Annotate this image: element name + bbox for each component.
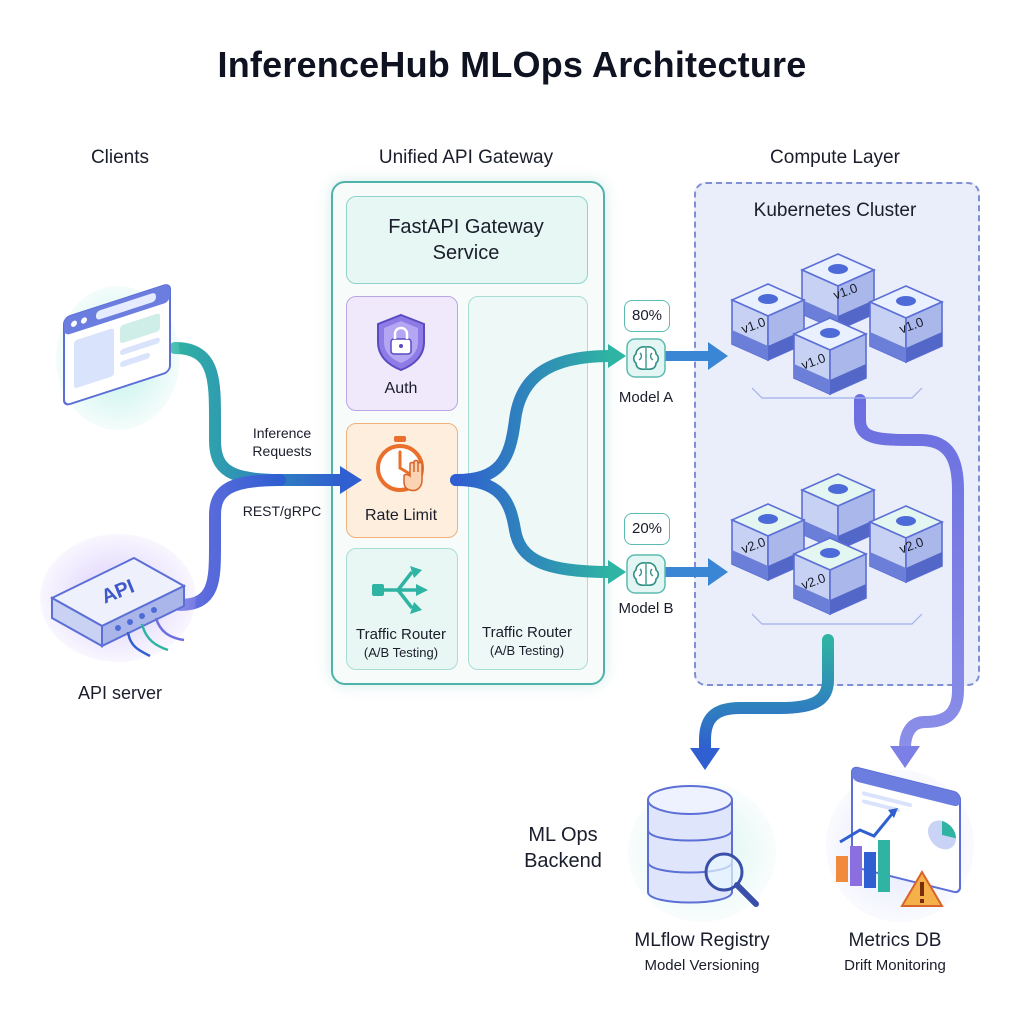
arrowhead-cluster-b xyxy=(708,558,728,586)
arrowhead-cluster-a xyxy=(708,342,728,370)
arrow-api-to-gateway xyxy=(174,474,286,611)
traffic-router-right-label: Traffic Router (A/B Testing) xyxy=(481,624,573,658)
split-arrows-icon xyxy=(372,566,428,614)
inference-requests-label: Inference Requests xyxy=(252,425,312,459)
stopwatch-icon xyxy=(376,436,424,492)
model-a-split-badge: 80% xyxy=(624,300,670,332)
shield-lock-icon xyxy=(377,313,425,372)
arrowhead-registry xyxy=(690,748,720,770)
arrow-browser-to-gateway xyxy=(169,342,346,486)
arrow-gateway-to-model-a xyxy=(450,350,616,486)
rate-limit-label: Rate Limit xyxy=(364,507,438,524)
traffic-router-box[interactable] xyxy=(346,548,458,670)
mlops-backend-label: ML Ops Backend xyxy=(524,824,602,872)
traffic-router-left-label: Traffic Router (A/B Testing) xyxy=(355,626,447,660)
metrics-dashboard-icon[interactable] xyxy=(826,760,974,926)
model-b-label: Model B xyxy=(618,600,674,617)
arrow-gateway-to-model-b xyxy=(450,474,616,578)
pod-group-v2[interactable]: v2.0 v2.0 v2.0 xyxy=(722,468,954,644)
arrowhead-model-a-in xyxy=(608,344,626,368)
browser-client-icon[interactable] xyxy=(56,278,182,438)
compute-header: Compute Layer xyxy=(770,147,900,168)
model-b-split-badge: 20% xyxy=(624,513,670,545)
diagram-title: InferenceHub MLOps Architecture xyxy=(217,44,807,85)
brain-icon[interactable] xyxy=(626,338,666,378)
arrowhead-metrics xyxy=(890,746,920,768)
mlflow-registry-title: MLflow Registry xyxy=(634,930,770,951)
clients-header: Clients xyxy=(90,147,150,168)
mlflow-registry-subtitle: Model Versioning xyxy=(644,957,760,974)
pod-group-v1[interactable]: v1.0 v1.0 v1.0 v1.0 xyxy=(722,248,954,424)
cluster-label: Kubernetes Cluster xyxy=(753,200,917,221)
api-server-icon[interactable]: API xyxy=(38,528,198,668)
api-server-label: API server xyxy=(77,683,163,703)
gateway-service-box[interactable] xyxy=(346,196,588,284)
arrow-cluster-to-registry xyxy=(699,634,834,756)
auth-label: Auth xyxy=(384,380,418,397)
brain-icon[interactable] xyxy=(626,554,666,594)
metrics-db-title: Metrics DB xyxy=(848,930,942,951)
arrowhead-model-b-in xyxy=(608,560,626,584)
arrowhead-into-gateway xyxy=(340,466,362,494)
gateway-service-label: FastAPI Gateway Service xyxy=(388,216,544,264)
model-a-label: Model A xyxy=(618,389,674,406)
protocol-label: REST/gRPC xyxy=(242,503,322,519)
metrics-db-subtitle: Drift Monitoring xyxy=(844,957,946,974)
database-search-icon[interactable] xyxy=(628,772,776,924)
gateway-header: Unified API Gateway xyxy=(378,147,554,168)
arrow-cluster-to-metrics xyxy=(854,394,964,754)
